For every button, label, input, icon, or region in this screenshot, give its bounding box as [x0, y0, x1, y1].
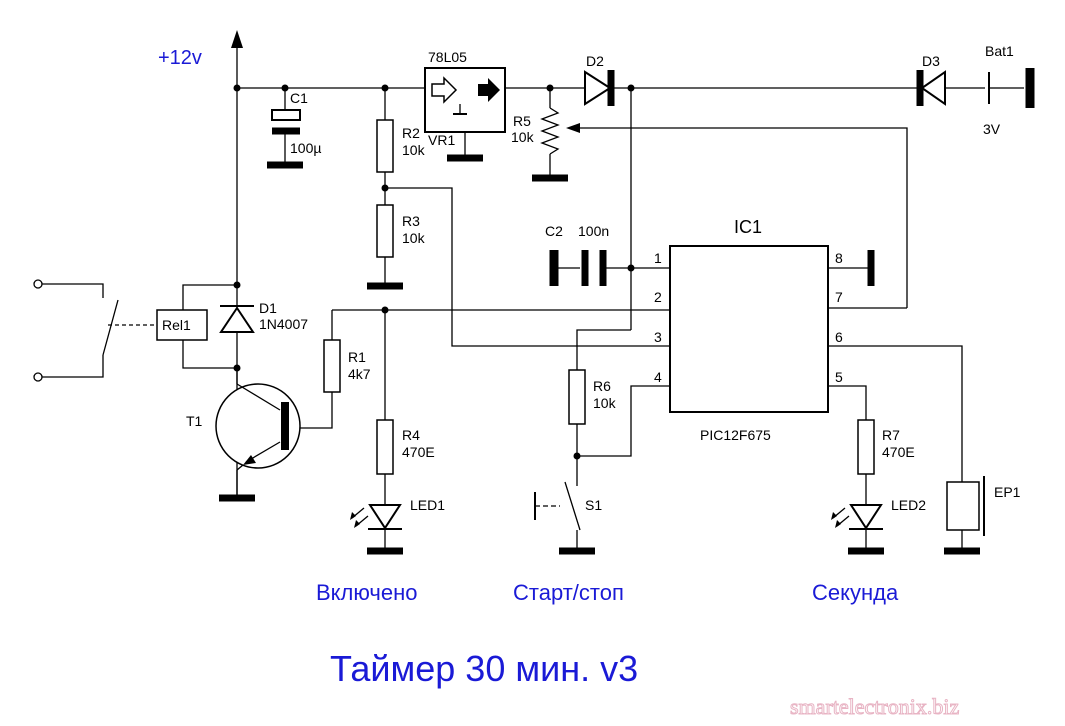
piezo-ep1 — [944, 476, 985, 555]
ep1-ref: EP1 — [994, 484, 1021, 500]
resistor-r2 — [376, 88, 394, 205]
r3-ref: R3 — [402, 213, 420, 229]
c2-value: 100n — [578, 223, 609, 239]
ic1-pin-4: 4 — [654, 369, 662, 385]
rel1-ref: Rel1 — [162, 317, 191, 333]
battery-bat1 — [988, 68, 1035, 108]
led1 — [350, 504, 403, 555]
t1-ref: T1 — [186, 413, 203, 429]
capacitor-c1 — [267, 88, 303, 169]
d1-ref: D1 — [259, 300, 277, 316]
wire-pin5 — [828, 385, 867, 420]
transistor-t1 — [215, 368, 301, 502]
r5-ref: R5 — [513, 113, 531, 129]
resistor-r7 — [857, 419, 875, 505]
led1-ref: LED1 — [410, 497, 445, 513]
resistor-r4 — [376, 310, 394, 505]
ic1-pin-3: 3 — [654, 329, 662, 345]
r7-value: 470E — [882, 444, 915, 460]
r1-value: 4k7 — [348, 366, 371, 382]
ic1-pin-2: 2 — [654, 289, 662, 305]
d3-ref: D3 — [922, 53, 940, 69]
vr1-part: 78L05 — [428, 49, 467, 65]
r6-ref: R6 — [593, 378, 611, 394]
resistor-r1 — [289, 310, 341, 429]
resistor-r6 — [568, 369, 586, 480]
d1-value: 1N4007 — [259, 316, 308, 332]
diagram-title: Таймер 30 мин. v3 — [330, 648, 638, 689]
junction-dot — [281, 84, 289, 92]
ic1-pin-5: 5 — [835, 369, 843, 385]
ic1-pin-6: 6 — [835, 329, 843, 345]
ic1-ref: IC1 — [734, 217, 762, 237]
bat1-value: 3V — [983, 121, 1001, 137]
diode-d3 — [916, 70, 946, 106]
ic1-pin-7: 7 — [835, 289, 843, 305]
r3-value: 10k — [402, 230, 426, 246]
caption-s1: Старт/стоп — [513, 580, 624, 605]
c1-value: 100µ — [290, 140, 321, 156]
ic1-pin-8: 8 — [835, 250, 843, 266]
wire-r6-top — [576, 329, 631, 370]
wire-pin3 — [385, 187, 670, 347]
supply-label: +12v — [158, 47, 202, 69]
c2-ref: C2 — [545, 223, 563, 239]
relay-contact — [33, 279, 119, 382]
watermark: smartelectronix.biz — [790, 694, 959, 719]
junction-dot — [546, 84, 554, 92]
diode-d1 — [219, 305, 255, 333]
led2 — [831, 504, 884, 555]
potentiometer-r5 — [532, 88, 908, 308]
s1-ref: S1 — [585, 497, 602, 513]
junction-dot — [233, 84, 241, 92]
led2-ref: LED2 — [891, 497, 926, 513]
junction-dot — [381, 84, 389, 92]
wire-pin4 — [577, 385, 670, 457]
r7-ref: R7 — [882, 427, 900, 443]
capacitor-c2 — [549, 250, 670, 286]
wire-pin6 — [828, 345, 963, 482]
resistor-r3 — [367, 204, 403, 290]
junction-dot — [573, 452, 581, 460]
r1-ref: R1 — [348, 349, 366, 365]
caption-led2: Секунда — [812, 580, 899, 605]
r5-value: 10k — [511, 129, 535, 145]
regulator-vr1 — [424, 67, 506, 162]
ic1-chip — [669, 245, 829, 413]
relay-rel1 — [108, 284, 237, 369]
caption-led1: Включено — [316, 580, 417, 605]
r6-value: 10k — [593, 395, 617, 411]
ic1-part: PIC12F675 — [700, 427, 771, 443]
c1-ref: C1 — [290, 90, 308, 106]
bat1-ref: Bat1 — [985, 43, 1014, 59]
diode-d2 — [584, 70, 615, 106]
r2-value: 10k — [402, 142, 426, 158]
ic1-pin-1: 1 — [654, 250, 662, 266]
r4-ref: R4 — [402, 427, 420, 443]
r2-ref: R2 — [402, 125, 420, 141]
r4-value: 470E — [402, 444, 435, 460]
switch-s1 — [534, 480, 595, 555]
d2-ref: D2 — [586, 53, 604, 69]
vr1-ref: VR1 — [428, 132, 455, 148]
